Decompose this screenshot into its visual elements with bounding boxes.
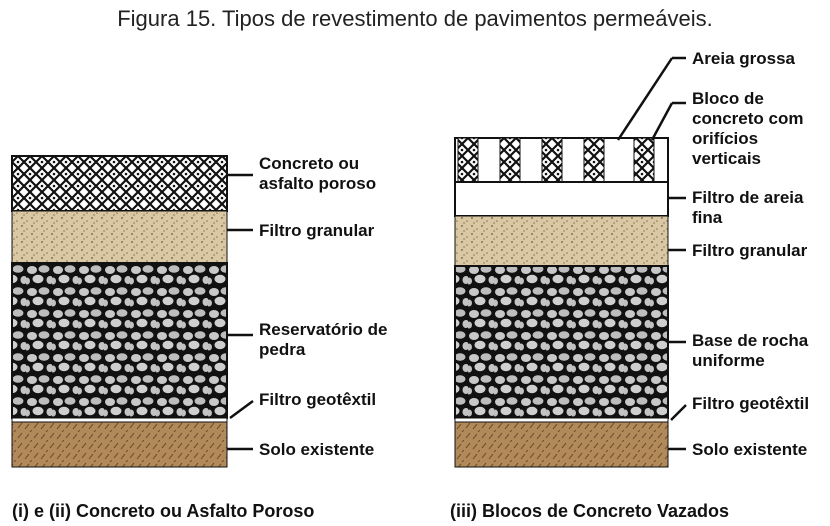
label-block-line1: Bloco de: [692, 89, 764, 108]
label-fine-sand-line1: Filtro de areia: [692, 188, 804, 207]
label-granular-left: Filtro granular: [259, 221, 375, 240]
existing-soil-layer: [11, 421, 228, 468]
granular-filter-layer: [11, 210, 228, 264]
label-coarse-sand: Areia grossa: [692, 49, 796, 68]
granular-filter-layer-right: [454, 215, 669, 267]
porous-surface-layer: [11, 155, 228, 212]
subtitle-left: (i) e (ii) Concreto ou Asfalto Poroso: [12, 501, 314, 521]
label-base-line2: uniforme: [692, 351, 765, 370]
label-surface-line1: Concreto ou: [259, 154, 359, 173]
label-block-line3: orifícios: [692, 129, 758, 148]
label-geotextile-left: Filtro geotêxtil: [259, 390, 376, 409]
label-soil-left: Solo existente: [259, 440, 374, 459]
stone-reservoir-layer: [11, 262, 228, 419]
left-cross-section: [11, 155, 228, 468]
label-fine-sand-line2: fina: [692, 208, 723, 227]
label-soil-right: Solo existente: [692, 440, 807, 459]
label-block-line4: verticais: [692, 149, 761, 168]
left-leader-lines: [227, 173, 254, 451]
right-cross-section: [454, 137, 669, 468]
geotextile-layer-right: [454, 417, 669, 423]
label-granular-right: Filtro granular: [692, 241, 808, 260]
label-geotextile-right: Filtro geotêxtil: [692, 394, 809, 413]
label-reservoir-line2: pedra: [259, 340, 306, 359]
fine-sand-filter-layer: [454, 181, 669, 217]
geotextile-layer: [11, 417, 228, 423]
label-surface-line2: asfalto poroso: [259, 174, 376, 193]
subtitle-right: (iii) Blocos de Concreto Vazados: [450, 501, 729, 521]
label-reservoir-line1: Reservatório de: [259, 320, 388, 339]
existing-soil-layer-right: [454, 421, 669, 468]
figure-caption: Figura 15. Tipos de revestimento de pavi…: [117, 6, 713, 31]
label-base-line1: Base de rocha: [692, 331, 809, 350]
label-block-line2: concreto com: [692, 109, 803, 128]
uniform-rock-base-layer: [454, 265, 669, 419]
concrete-blocks: [454, 137, 669, 183]
right-leader-lines: [616, 56, 687, 451]
